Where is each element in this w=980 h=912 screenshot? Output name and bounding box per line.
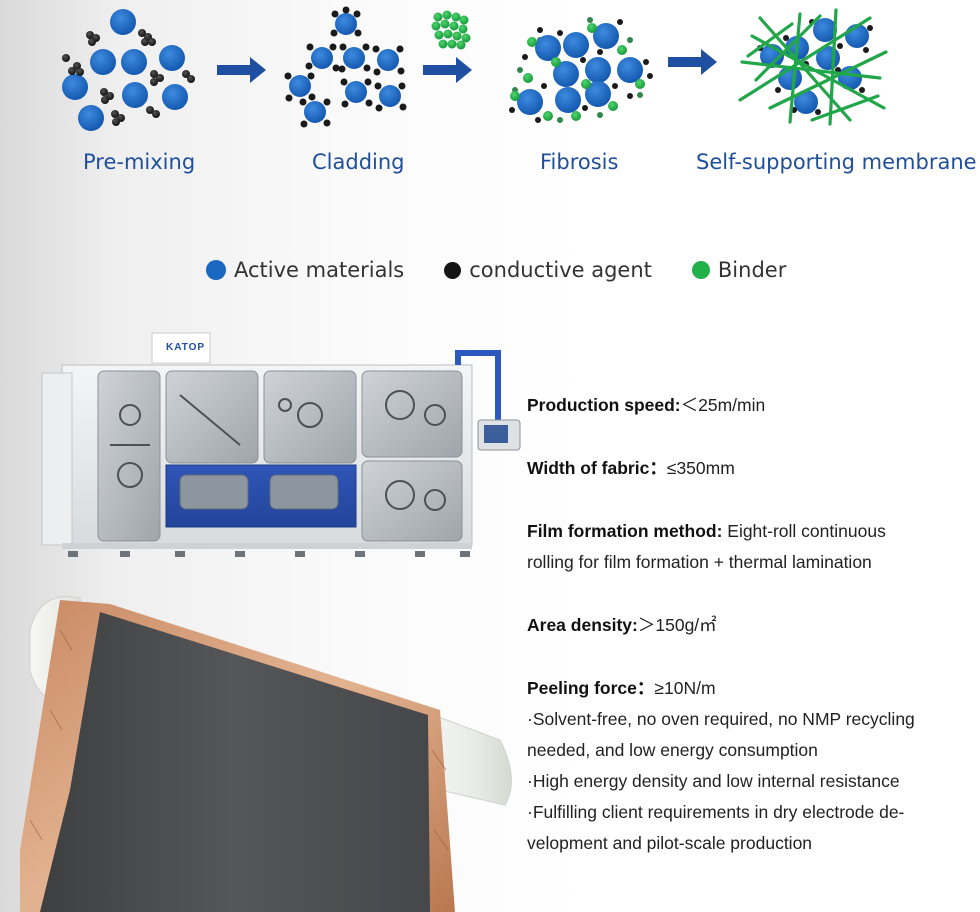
spec-production-speed-label: Production speed: xyxy=(527,395,681,415)
spec-width-label: Width of fabric： xyxy=(527,458,667,478)
binder-cluster xyxy=(431,10,471,50)
spec-film-value-line1: Eight-roll continuous xyxy=(722,521,886,541)
spec-film-formation: Film formation method: Eight-roll contin… xyxy=(527,516,972,578)
legend-label-binder: Binder xyxy=(717,258,787,282)
spec-area-density-value: ＞150g/㎡ xyxy=(637,615,717,635)
stage-label-membrane: Self-supporting membrane xyxy=(696,150,977,174)
binder-dot-icon xyxy=(691,261,710,279)
fibrosis-illustration xyxy=(509,17,653,123)
bullet-solvent-free: ·Solvent-free, no oven required, no NMP … xyxy=(527,704,972,766)
premixing-illustration xyxy=(62,9,195,131)
process-arrow-1 xyxy=(217,57,266,83)
stage-label-fibrosis: Fibrosis xyxy=(540,150,619,174)
conductive-agent-dot-icon xyxy=(444,261,462,279)
bullet-1-line2: needed, and low energy consumption xyxy=(527,740,818,760)
spec-peeling-force: Peeling force：≥10N/m xyxy=(527,673,972,704)
legend-label-active: Active materials xyxy=(234,258,405,282)
bullet-3-line2: velopment and pilot-scale production xyxy=(527,833,813,853)
stage-label-premixing: Pre-mixing xyxy=(83,150,196,174)
legend-item-conductive: conductive agent xyxy=(444,258,652,282)
legend: Active materials conductive agent Binder xyxy=(206,258,786,282)
bullet-3-line1: ·Fulfilling client requirements in dry e… xyxy=(527,802,905,822)
legend-item-active: Active materials xyxy=(206,258,404,282)
legend-label-conductive: conductive agent xyxy=(469,258,652,282)
spec-area-density-label: Area density: xyxy=(527,615,638,635)
legend-item-binder: Binder xyxy=(691,258,787,282)
stage-label-cladding: Cladding xyxy=(312,150,405,174)
process-arrow-2 xyxy=(423,57,472,83)
machine-image xyxy=(41,332,521,557)
spec-width-value: ≤350mm xyxy=(666,458,735,478)
spec-production-speed-value: ＜25m/min xyxy=(680,395,766,415)
spec-peeling-label: Peeling force： xyxy=(527,678,655,698)
spec-production-speed: Production speed:＜25m/min xyxy=(527,390,972,421)
bullet-1-line1: ·Solvent-free, no oven required, no NMP … xyxy=(527,709,915,729)
spec-film-value-line2: rolling for film formation + thermal lam… xyxy=(527,552,872,572)
bullet-energy-density: ·High energy density and low internal re… xyxy=(527,771,900,791)
spec-peeling-value: ≥10N/m xyxy=(654,678,716,698)
membrane-illustration xyxy=(738,8,888,126)
spec-width-of-fabric: Width of fabric：≤350mm xyxy=(527,453,972,484)
electrode-roll-image xyxy=(20,596,512,912)
specs-panel: Production speed:＜25m/min Width of fabri… xyxy=(527,390,972,859)
process-arrow-3 xyxy=(668,49,717,75)
process-diagram xyxy=(62,6,888,131)
active-materials-dot-icon xyxy=(206,260,226,280)
bullet-client-requirements: ·Fulfilling client requirements in dry e… xyxy=(527,797,972,859)
spec-film-label: Film formation method: xyxy=(527,521,723,541)
machine-brand-logo: KATOP xyxy=(166,342,206,353)
spec-area-density: Area density:＞150g/㎡ xyxy=(527,610,972,641)
cladding-illustration xyxy=(284,6,407,128)
